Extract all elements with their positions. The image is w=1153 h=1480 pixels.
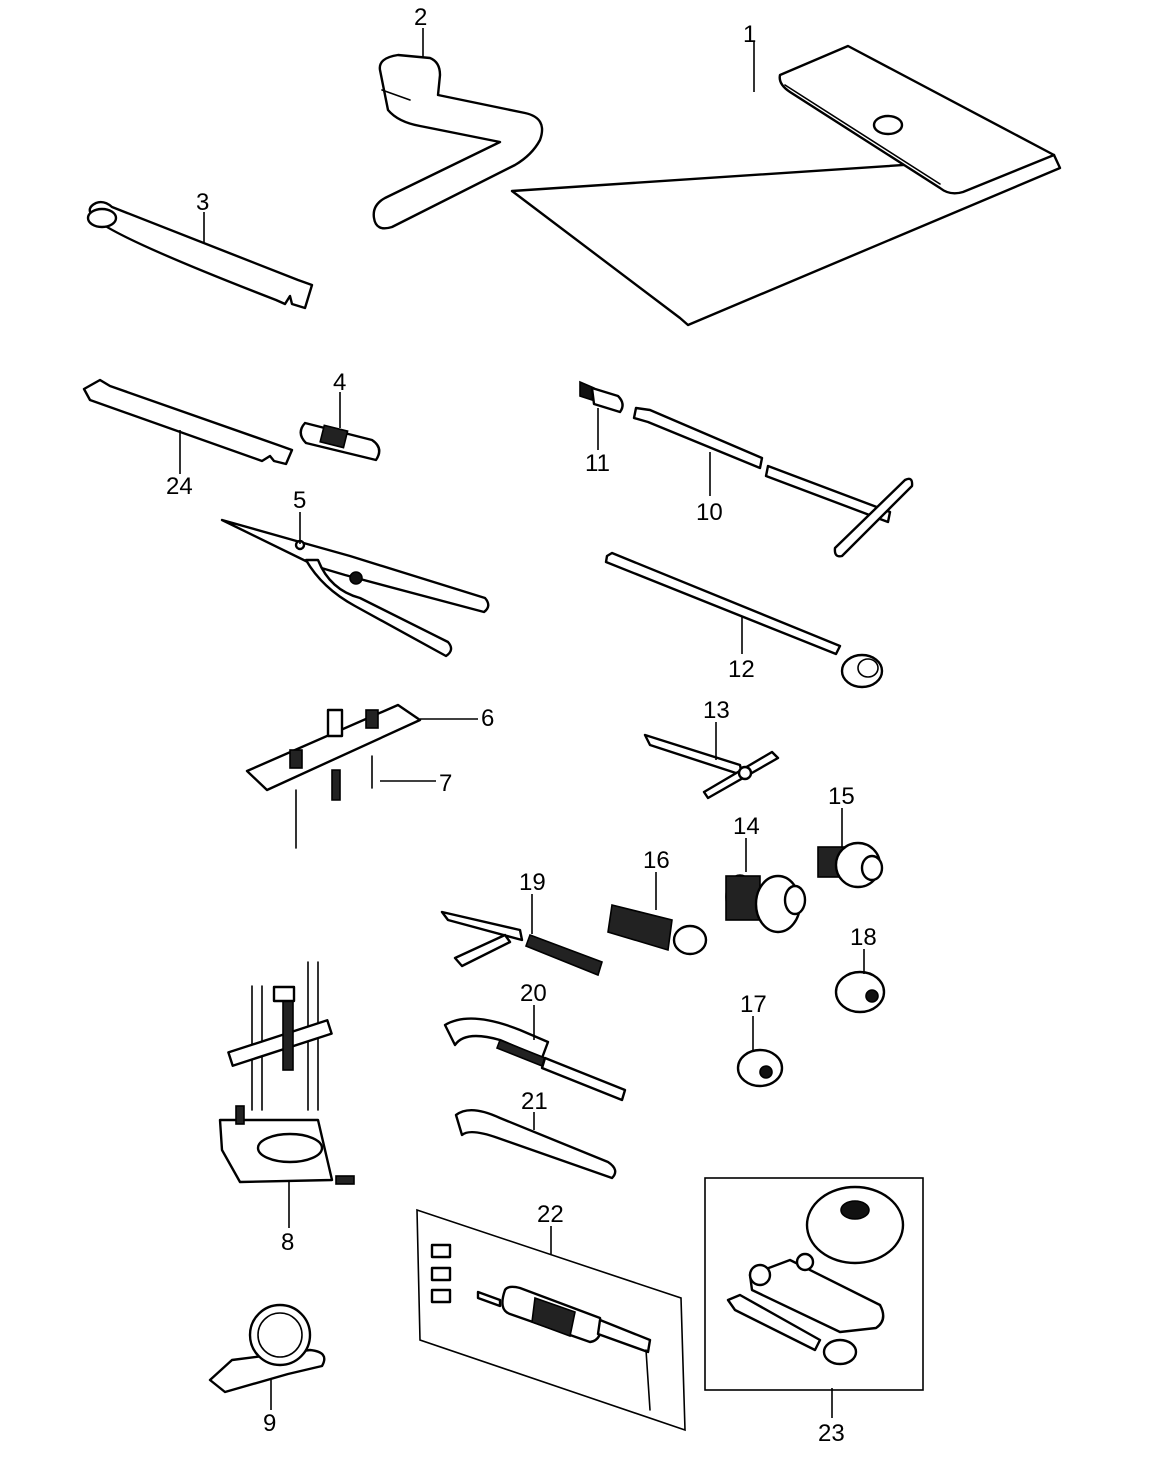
part-4-handle [299, 421, 381, 462]
callout-14: 14 [733, 813, 760, 840]
part-16-knurled-sleeve [607, 904, 708, 956]
callout-5: 5 [293, 487, 306, 514]
part-22-slide-hammer-kit [416, 1208, 686, 1432]
callout-15: 15 [828, 783, 855, 810]
part-11-bit [579, 380, 624, 414]
callout-16: 16 [643, 847, 670, 874]
callout-3: 3 [196, 189, 209, 216]
part-3-flat-wrench [86, 200, 314, 310]
callout-20: 20 [520, 980, 547, 1007]
part-18-bushing [834, 970, 886, 1014]
part-14-knurled-driver [725, 874, 807, 934]
callout-11: 11 [585, 450, 610, 477]
callout-21: 21 [521, 1088, 548, 1115]
callout-22: 22 [537, 1201, 564, 1228]
part-23-gear-holder-kit [704, 1177, 924, 1391]
callout-18: 18 [850, 924, 877, 951]
callout-1: 1 [743, 21, 756, 48]
part-21-c-spanner [454, 1109, 617, 1180]
part-15-knurled-driver [817, 841, 884, 889]
callout-17: 17 [740, 991, 767, 1018]
leader-lines [179, 28, 865, 1418]
part-17-bushing [736, 1048, 784, 1088]
callout-24: 24 [166, 473, 193, 500]
callout-7: 7 [439, 770, 452, 797]
callout-12: 12 [728, 656, 755, 683]
callout-4: 4 [333, 369, 346, 396]
callout-2: 2 [414, 4, 427, 31]
part-10-t-handle [632, 406, 914, 558]
callout-10: 10 [696, 499, 723, 526]
part-5-circlip-pliers [220, 518, 490, 658]
callout-19: 19 [519, 869, 546, 896]
part-8-bearing-puller [218, 961, 355, 1185]
part-19-pin-spanner [440, 910, 603, 977]
part-13-small-t-handle [643, 733, 780, 800]
callout-9: 9 [263, 1410, 276, 1437]
part-2-box-wrench [372, 53, 544, 230]
part-20-hook-wrench [443, 1017, 627, 1102]
callout-labels: 1 2 3 4 5 6 7 8 9 10 11 12 13 14 15 16 1… [166, 4, 877, 1447]
callout-8: 8 [281, 1229, 294, 1256]
part-24-flat-wrench [82, 378, 294, 466]
part-1-tool-bag [510, 44, 1062, 327]
callout-23: 23 [818, 1420, 845, 1447]
part-9-dial-gauge [208, 1303, 326, 1394]
callout-13: 13 [703, 697, 730, 724]
part-6-7-puller-plate [245, 703, 422, 849]
callout-6: 6 [481, 705, 494, 732]
part-12-extension-bar [604, 551, 884, 689]
